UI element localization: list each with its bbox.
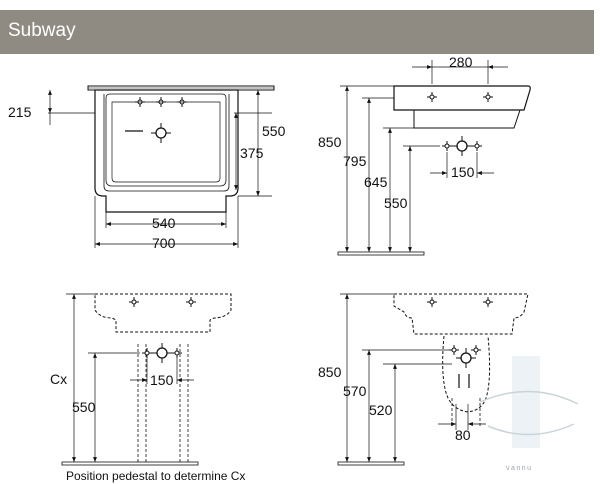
dim-850-pedestal: 850 [318,364,342,380]
pedestal-side-view [337,293,529,466]
dim-150-pedestal: 150 [150,372,174,388]
dim-550: 550 [262,123,286,139]
dim-570: 570 [343,383,367,399]
basin-side-view [337,60,531,256]
dim-540: 540 [152,215,176,231]
page-title: Subway [8,20,76,41]
side-ped-tap-left-icon [426,296,438,308]
supply-right-icon [471,140,483,152]
pedestal-waste-icon [151,342,173,364]
pedestal-caption: Position pedestal to determine Cx [66,469,245,483]
dim-795: 795 [343,153,367,169]
pedestal-supply-right-icon [171,347,183,359]
dim-645: 645 [364,174,388,190]
supply-left-icon [441,140,453,152]
watermark-text: vannu [506,465,533,472]
pedestal-front-view [61,293,232,466]
side-ped-waste-icon [455,347,477,369]
dim-150: 150 [451,164,475,180]
dim-550-side: 550 [384,195,408,211]
waste-connection-icon [451,135,473,157]
side-tap-right-icon [482,91,494,103]
basin-front-view [48,85,275,248]
side-tap-left-icon [426,91,438,103]
pedestal-tap-right-icon [185,296,197,308]
dim-375: 375 [240,145,264,161]
dim-700: 700 [152,235,176,251]
side-ped-supply-left-icon [448,344,460,356]
dim-550-pedestal: 550 [72,399,96,415]
dim-cx: Cx [50,371,67,387]
side-ped-tap-right-icon [482,296,494,308]
dim-280: 280 [449,54,473,70]
dim-80: 80 [455,427,471,443]
pedestal-supply-left-icon [141,347,153,359]
watermark-logo: vannu [479,356,579,472]
dim-215: 215 [8,104,32,120]
waste-outlet-icon [150,122,172,144]
header-bar: Subway [0,10,594,54]
side-ped-supply-right-icon [470,344,482,356]
dim-520: 520 [369,402,393,418]
pedestal-tap-left-icon [128,296,140,308]
dim-850: 850 [318,134,342,150]
